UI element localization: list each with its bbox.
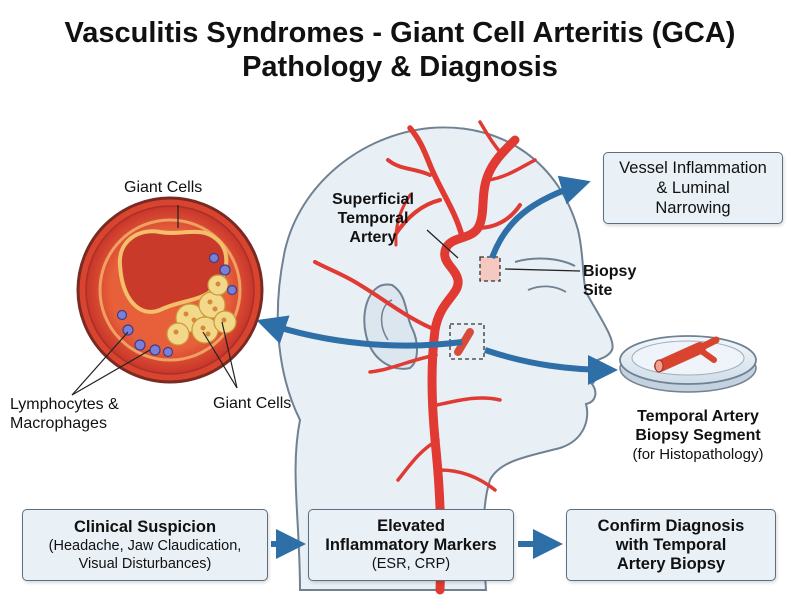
- title-line-1: Vasculitis Syndromes - Giant Cell Arteri…: [64, 17, 736, 49]
- label-biopsy-segment-line-2: Biopsy Segment: [635, 427, 761, 444]
- artery-cross-section: [71, 196, 264, 396]
- vessel-box-line-3: Narrowing: [655, 199, 731, 217]
- label-lymphocytes: Lymphocytes & Macrophages: [10, 395, 119, 433]
- flow-step-1-heading: Clinical Suspicion: [73, 517, 217, 536]
- flow-step-2-heading-2: Inflammatory Markers: [325, 536, 497, 554]
- biopsy-leader-line: [504, 268, 581, 272]
- petri-dish: [619, 335, 757, 393]
- artery-leader-line: [426, 229, 459, 259]
- flow-step-2-sub: (ESR, CRP): [371, 556, 451, 572]
- label-lymphocytes-line-1: Lymphocytes &: [10, 396, 119, 413]
- label-artery-line-2: Temporal: [337, 210, 409, 227]
- biopsy-sample-segment: [454, 328, 474, 356]
- arrow-to-petri-dish: [484, 347, 618, 385]
- label-giant-cells-top: Giant Cells: [124, 179, 203, 196]
- label-biopsy-site: Biopsy Site: [583, 262, 636, 300]
- vessel-box-line-2: & Luminal: [656, 179, 730, 197]
- label-biopsy-site-line-2: Site: [583, 282, 613, 299]
- flow-step-clinical-suspicion: Clinical Suspicion (Headache, Jaw Claudi…: [22, 509, 268, 581]
- label-biopsy-segment-note: (for Histopathology): [632, 446, 764, 463]
- flow-step-1-sub-1: (Headache, Jaw Claudication,: [48, 537, 242, 554]
- arrow-to-vessel-box: [489, 175, 591, 260]
- flow-step-2-heading-1: Elevated: [377, 517, 445, 535]
- label-biopsy-segment: Temporal Artery Biopsy Segment (for Hist…: [608, 407, 788, 464]
- label-artery-line-1: Superficial: [332, 191, 414, 208]
- flow-step-3-heading-2: with Temporal: [615, 535, 727, 554]
- label-biopsy-site-line-1: Biopsy: [583, 263, 637, 280]
- arrow-to-cross-section: [256, 315, 463, 349]
- title-line-2: Pathology & Diagnosis: [242, 51, 558, 83]
- label-biopsy-segment-line-1: Temporal Artery: [637, 408, 759, 425]
- flow-step-inflammatory-markers: Elevated Inflammatory Markers (ESR, CRP): [308, 509, 514, 581]
- flow-step-confirm-diagnosis: Confirm Diagnosis with Temporal Artery B…: [566, 509, 776, 581]
- label-superficial-temporal-artery: Superficial Temporal Artery: [318, 190, 428, 247]
- vessel-box-line-1: Vessel Inflammation: [619, 159, 767, 177]
- label-lymphocytes-line-2: Macrophages: [10, 415, 107, 432]
- page-title: Vasculitis Syndromes - Giant Cell Arteri…: [0, 16, 800, 84]
- flow-step-3-heading-1: Confirm Diagnosis: [597, 516, 745, 535]
- biopsy-site-box-upper: [479, 256, 501, 282]
- label-artery-line-3: Artery: [349, 229, 397, 246]
- flow-step-1-sub-2: Visual Disturbances): [78, 555, 212, 572]
- label-giant-cells-bottom: Giant Cells: [213, 395, 292, 412]
- vessel-inflammation-box: Vessel Inflammation & Luminal Narrowing: [603, 152, 783, 224]
- flow-step-3-heading-3: Artery Biopsy: [616, 554, 726, 573]
